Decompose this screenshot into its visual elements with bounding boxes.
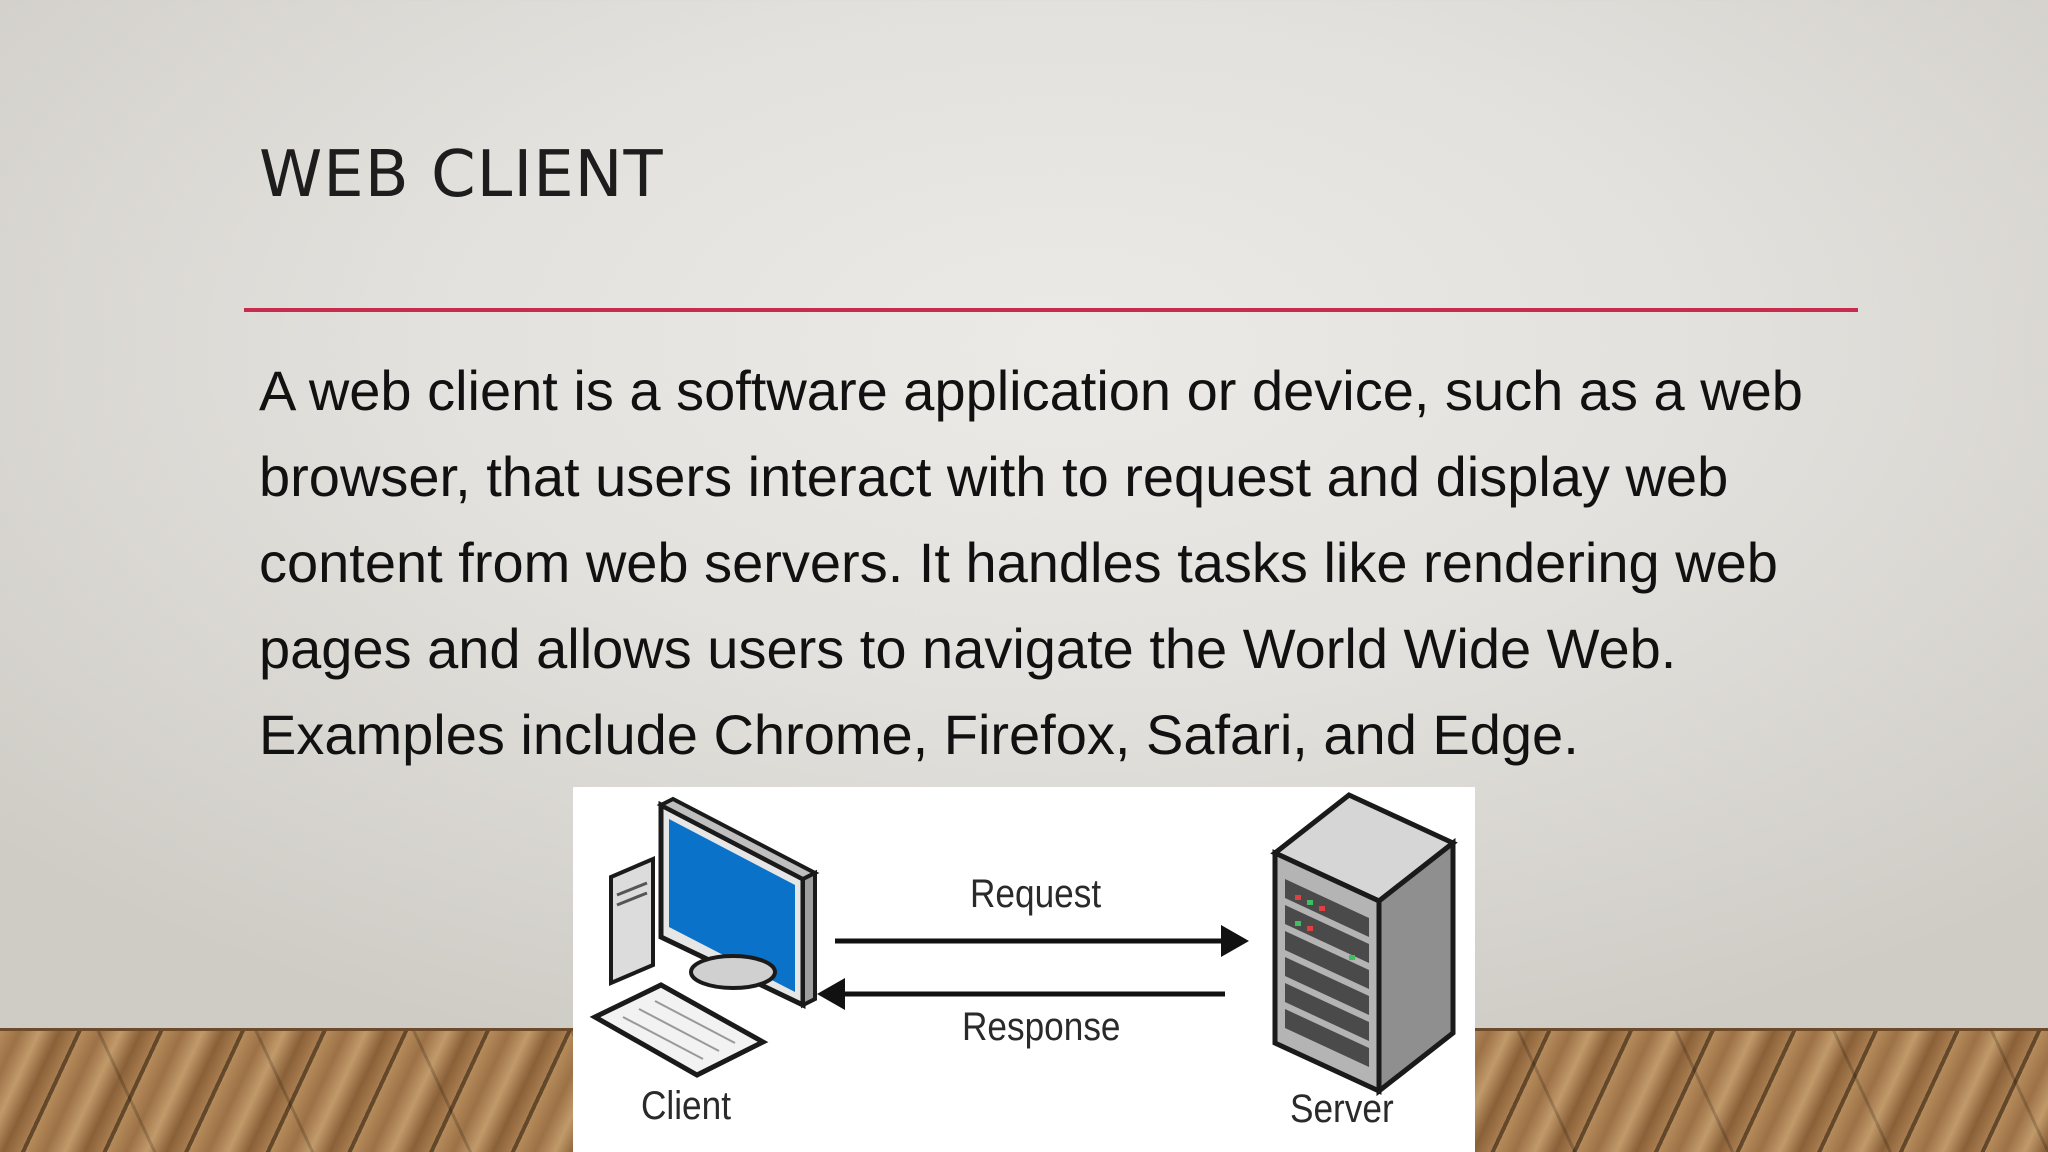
title-divider bbox=[244, 308, 1858, 312]
client-label: Client bbox=[641, 1084, 731, 1128]
response-arrow-icon bbox=[817, 978, 1225, 1010]
server-tower-icon bbox=[1270, 792, 1458, 1097]
diagram-graphics bbox=[589, 792, 1458, 1097]
client-server-diagram: Request Response Client Server bbox=[573, 787, 1475, 1152]
desktop-computer-icon bbox=[589, 796, 820, 1078]
slide-title: WEB CLIENT bbox=[259, 138, 664, 212]
request-arrow-icon bbox=[835, 925, 1249, 957]
request-label: Request bbox=[970, 872, 1102, 916]
server-label: Server bbox=[1290, 1087, 1394, 1131]
slide-body-text: A web client is a software application o… bbox=[259, 359, 1803, 766]
response-label: Response bbox=[962, 1005, 1121, 1049]
